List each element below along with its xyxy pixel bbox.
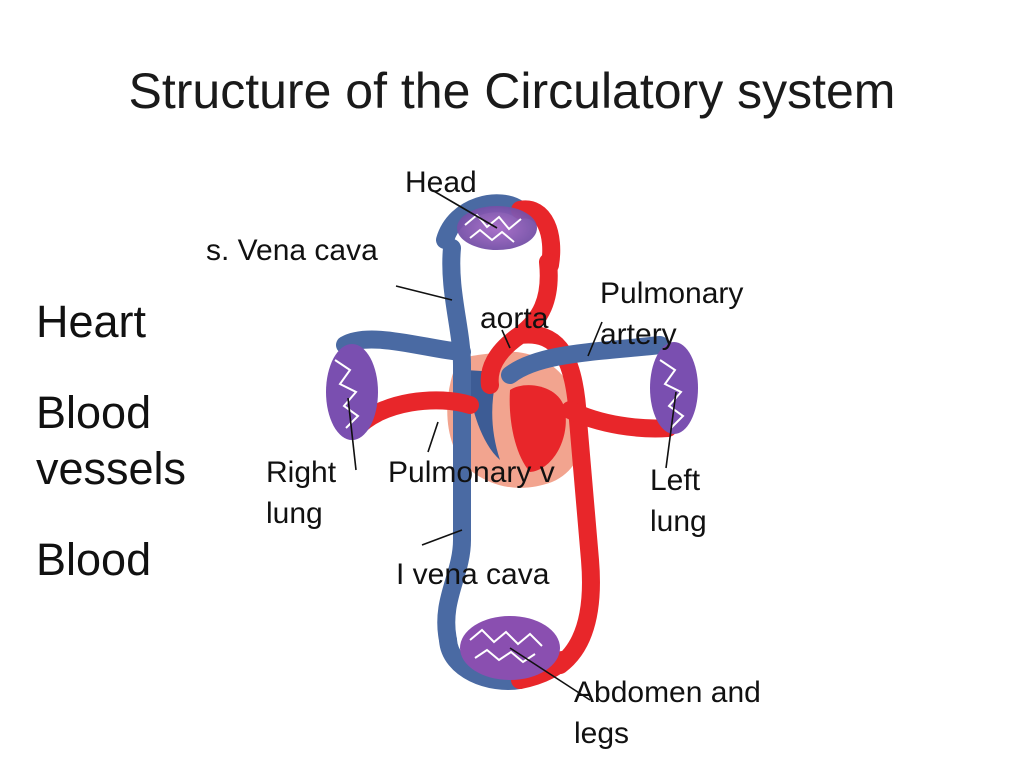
label-left-lung: Left lung <box>650 460 707 542</box>
topic-list: Heart Blood vessels Blood <box>36 294 226 623</box>
label-superior-vena-cava: s. Vena cava <box>206 234 378 267</box>
label-pulmonary-vein: Pulmonary v <box>388 456 555 489</box>
list-item-blood: Blood <box>36 534 152 585</box>
label-pulmonary-artery-line1: Pulmonary <box>600 277 744 310</box>
list-item-blood-vessels-text: Blood vessels <box>36 387 187 494</box>
head-capillaries <box>436 194 561 274</box>
vena-cava-vessel <box>437 239 471 649</box>
list-item-heart: Heart <box>36 296 147 347</box>
label-right-lung-line2: lung <box>266 497 323 530</box>
label-abdomen-legs-line1: Abdomen and <box>574 676 761 709</box>
label-inferior-vena-cava: I vena cava <box>396 558 550 591</box>
label-left-lung-line2: lung <box>650 505 707 538</box>
list-item-blood-vessels: Blood vessels <box>36 385 226 497</box>
label-abdomen-legs: Abdomen and legs <box>574 672 761 754</box>
slide-title: Structure of the Circulatory system <box>128 63 896 119</box>
label-right-lung-line1: Right <box>266 456 337 489</box>
label-aorta: aorta <box>480 302 549 335</box>
label-right-lung: Right lung <box>266 452 336 534</box>
right-lung <box>326 330 479 440</box>
label-abdomen-legs-line2: legs <box>574 717 630 750</box>
label-pulmonary-artery: Pulmonary artery <box>600 273 743 355</box>
left-lung <box>501 336 698 438</box>
label-pulmonary-artery-line2: artery <box>600 318 677 351</box>
leader-lines <box>347 189 677 701</box>
label-left-lung-line1: Left <box>650 464 701 497</box>
label-head: Head <box>405 166 477 199</box>
